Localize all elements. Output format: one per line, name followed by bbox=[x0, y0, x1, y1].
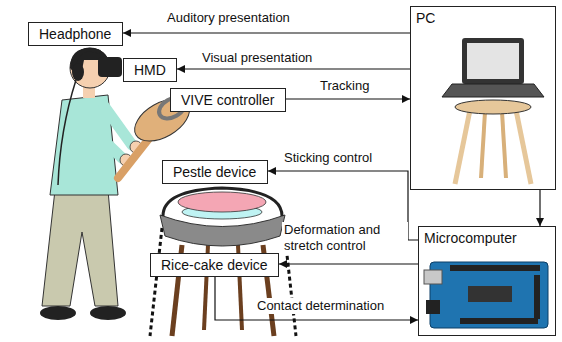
arduino-board-part bbox=[468, 286, 512, 302]
device-box: HMD bbox=[123, 58, 177, 82]
laptop-part bbox=[502, 112, 506, 178]
arduino-board-part bbox=[534, 275, 540, 319]
edge-label: Contact determination bbox=[255, 298, 386, 314]
device-box: Headphone bbox=[28, 22, 123, 46]
edge-label: Sticking control bbox=[282, 150, 374, 166]
person-body bbox=[50, 84, 142, 195]
laptop-part bbox=[455, 110, 470, 184]
rice-cake-stand-part bbox=[178, 192, 266, 212]
edge-label: Tracking bbox=[318, 78, 371, 94]
signal-arrow bbox=[279, 263, 418, 264]
rice-cake-stand-part bbox=[150, 228, 162, 336]
node-label: Rice-cake device bbox=[161, 256, 268, 274]
arduino-board-part bbox=[424, 270, 442, 284]
laptop-part bbox=[462, 38, 524, 84]
node-label: Pestle device bbox=[173, 163, 256, 181]
signal-arrow bbox=[123, 32, 410, 33]
laptop-part bbox=[467, 43, 519, 79]
device-box: VIVE controller bbox=[170, 88, 286, 112]
laptop-part bbox=[442, 84, 544, 97]
person-legs-part bbox=[40, 306, 76, 320]
device-box: Rice-cake device bbox=[150, 253, 279, 277]
edge-label: Auditory presentation bbox=[165, 10, 292, 26]
person-head-part bbox=[58, 80, 76, 185]
arduino-board-part bbox=[450, 265, 540, 271]
signal-arrow bbox=[177, 68, 410, 69]
node-label: PC bbox=[416, 9, 435, 27]
device-box: Pestle device bbox=[162, 160, 268, 184]
arduino-board-part bbox=[460, 318, 538, 324]
arduino-board-part bbox=[426, 300, 440, 314]
microcomputer-frame: Microcomputer bbox=[418, 226, 556, 336]
person-legs bbox=[40, 190, 126, 320]
signal-arrow bbox=[286, 98, 410, 99]
person-body-part bbox=[104, 106, 132, 145]
laptop-part bbox=[516, 110, 531, 184]
person-head-part bbox=[98, 57, 122, 77]
laptop bbox=[442, 38, 544, 184]
signal-arrow bbox=[539, 190, 540, 226]
laptop-part bbox=[481, 112, 485, 178]
edge-label: Visual presentation bbox=[200, 50, 314, 66]
person-legs-part bbox=[90, 306, 126, 320]
node-label: Microcomputer bbox=[424, 229, 517, 247]
edge-label: Deformation and stretch control bbox=[282, 222, 408, 254]
person-legs-part bbox=[42, 190, 118, 306]
arduino-board-part bbox=[430, 262, 548, 328]
person-head bbox=[58, 48, 122, 185]
arduino-board bbox=[424, 262, 548, 328]
node-label: VIVE controller bbox=[181, 91, 274, 109]
person-head-part bbox=[72, 63, 84, 81]
node-label: HMD bbox=[134, 61, 166, 79]
node-label: Headphone bbox=[39, 25, 111, 43]
pc-frame: PC bbox=[410, 6, 556, 190]
rice-cake-stand-part bbox=[163, 188, 282, 216]
signal-arrow bbox=[215, 277, 418, 320]
rice-cake-stand-part bbox=[160, 215, 285, 246]
laptop-part bbox=[455, 100, 531, 114]
